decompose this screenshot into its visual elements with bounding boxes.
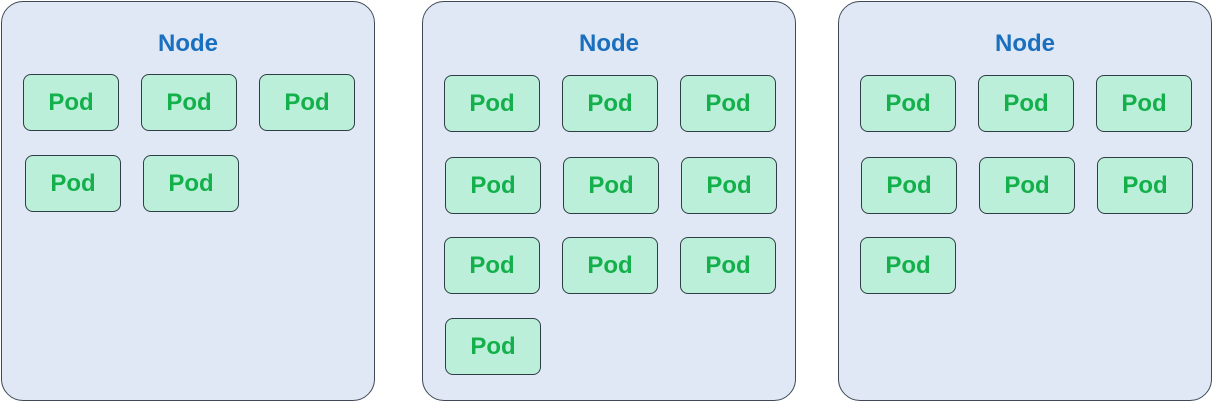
pod-box: Pod bbox=[445, 157, 541, 214]
pod-box: Pod bbox=[1096, 75, 1192, 132]
pod-box: Pod bbox=[445, 318, 541, 375]
pod-box: Pod bbox=[444, 75, 540, 132]
pod-box: Pod bbox=[143, 155, 239, 212]
pod-box: Pod bbox=[681, 157, 777, 214]
node-box-2: Node Pod Pod Pod Pod Pod Pod Pod Pod Pod… bbox=[422, 1, 796, 401]
pod-box: Pod bbox=[979, 157, 1075, 214]
pod-box: Pod bbox=[562, 75, 658, 132]
node-box-3: Node Pod Pod Pod Pod Pod Pod Pod bbox=[838, 1, 1212, 401]
pod-box: Pod bbox=[141, 74, 237, 131]
pod-box: Pod bbox=[680, 75, 776, 132]
pod-box: Pod bbox=[25, 155, 121, 212]
pod-box: Pod bbox=[860, 237, 956, 294]
pod-box: Pod bbox=[23, 74, 119, 131]
pod-box: Pod bbox=[444, 237, 540, 294]
pod-box: Pod bbox=[680, 237, 776, 294]
pod-box: Pod bbox=[860, 75, 956, 132]
node-title: Node bbox=[158, 30, 218, 57]
pod-box: Pod bbox=[978, 75, 1074, 132]
node-title: Node bbox=[579, 30, 639, 57]
pod-box: Pod bbox=[1097, 157, 1193, 214]
pod-box: Pod bbox=[562, 237, 658, 294]
node-box-1: Node Pod Pod Pod Pod Pod bbox=[1, 1, 375, 401]
node-title: Node bbox=[995, 30, 1055, 57]
pod-box: Pod bbox=[259, 74, 355, 131]
pod-box: Pod bbox=[861, 157, 957, 214]
pod-box: Pod bbox=[563, 157, 659, 214]
